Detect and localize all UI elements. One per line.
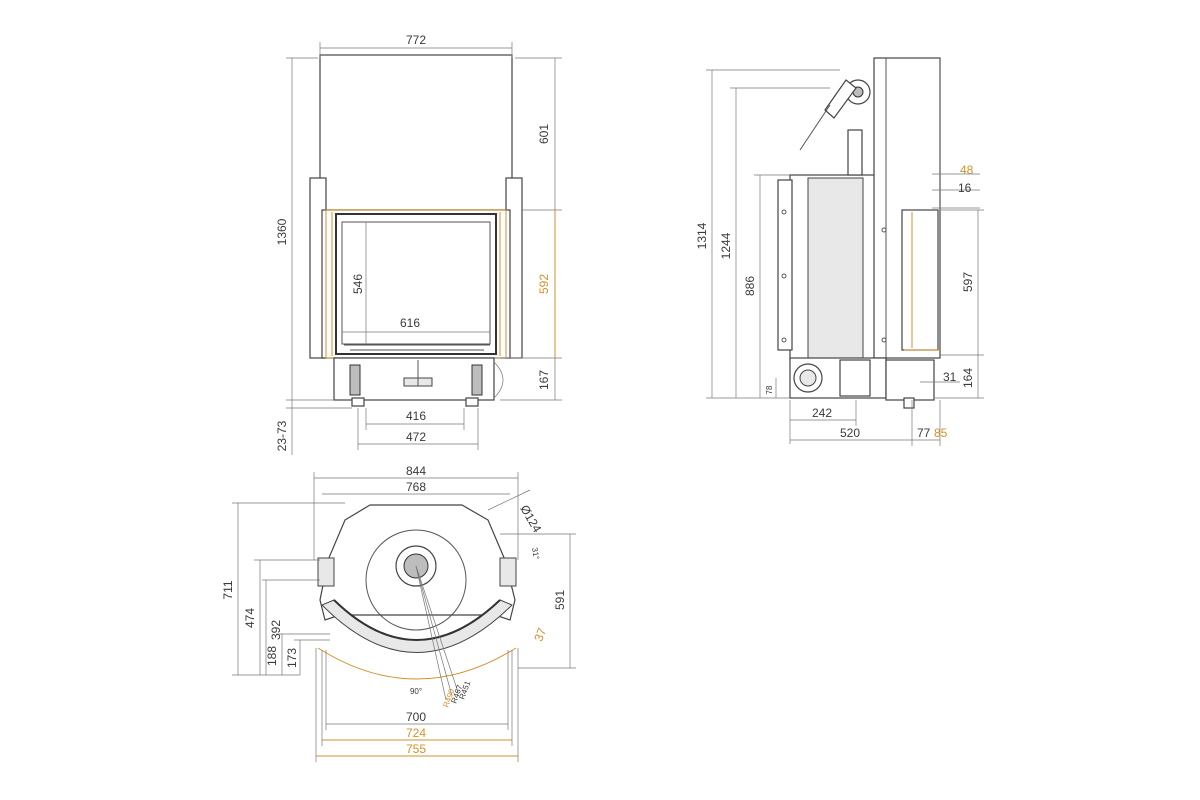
dim-173: 173 — [285, 648, 299, 668]
dim-392: 392 — [269, 620, 283, 640]
dim-16: 16 — [958, 181, 972, 195]
dim-886: 886 — [743, 276, 757, 296]
dim-768: 768 — [406, 480, 426, 494]
dim-472: 472 — [406, 430, 426, 444]
dim-616: 616 — [400, 316, 420, 330]
dim-724: 724 — [406, 726, 426, 740]
dim-188: 188 — [265, 646, 279, 666]
dim-546: 546 — [351, 274, 365, 294]
side-view: 1314 1244 886 78 48 16 597 164 31 — [695, 57, 984, 446]
dim-31: 31 — [943, 370, 957, 384]
dim-520: 520 — [840, 426, 860, 440]
dim-31deg: 31° — [530, 547, 541, 560]
dim-591: 591 — [553, 590, 567, 610]
dim-1244: 1244 — [719, 232, 733, 259]
dim-85: 85 — [934, 426, 948, 440]
dim-242: 242 — [812, 406, 832, 420]
dim-844: 844 — [406, 464, 426, 478]
dim-1314: 1314 — [695, 222, 709, 249]
dim-711: 711 — [221, 580, 235, 599]
dim-37: 37 — [531, 626, 549, 644]
dim-592: 592 — [537, 274, 551, 294]
dim-23-73: 23-73 — [275, 420, 289, 451]
dim-416: 416 — [406, 409, 426, 423]
dim-597: 597 — [961, 272, 975, 292]
dim-flue: Ø124 — [517, 503, 544, 536]
plan-view: 844 768 Ø124 31° 711 474 392 188 173 591 — [221, 464, 576, 762]
dim-78: 78 — [765, 385, 774, 394]
dim-474: 474 — [243, 608, 257, 628]
dim-1360: 1360 — [275, 218, 289, 245]
dim-772: 772 — [406, 33, 426, 47]
dim-755: 755 — [406, 742, 426, 756]
dim-601: 601 — [537, 124, 551, 144]
dim-48: 48 — [960, 163, 974, 177]
dim-700: 700 — [406, 710, 426, 724]
dim-167: 167 — [537, 370, 551, 390]
front-view: 772 601 592 167 1360 23-73 546 616 — [275, 33, 562, 455]
dim-90deg: 90° — [410, 687, 422, 696]
dim-77: 77 — [917, 426, 931, 440]
dim-164: 164 — [961, 368, 975, 388]
